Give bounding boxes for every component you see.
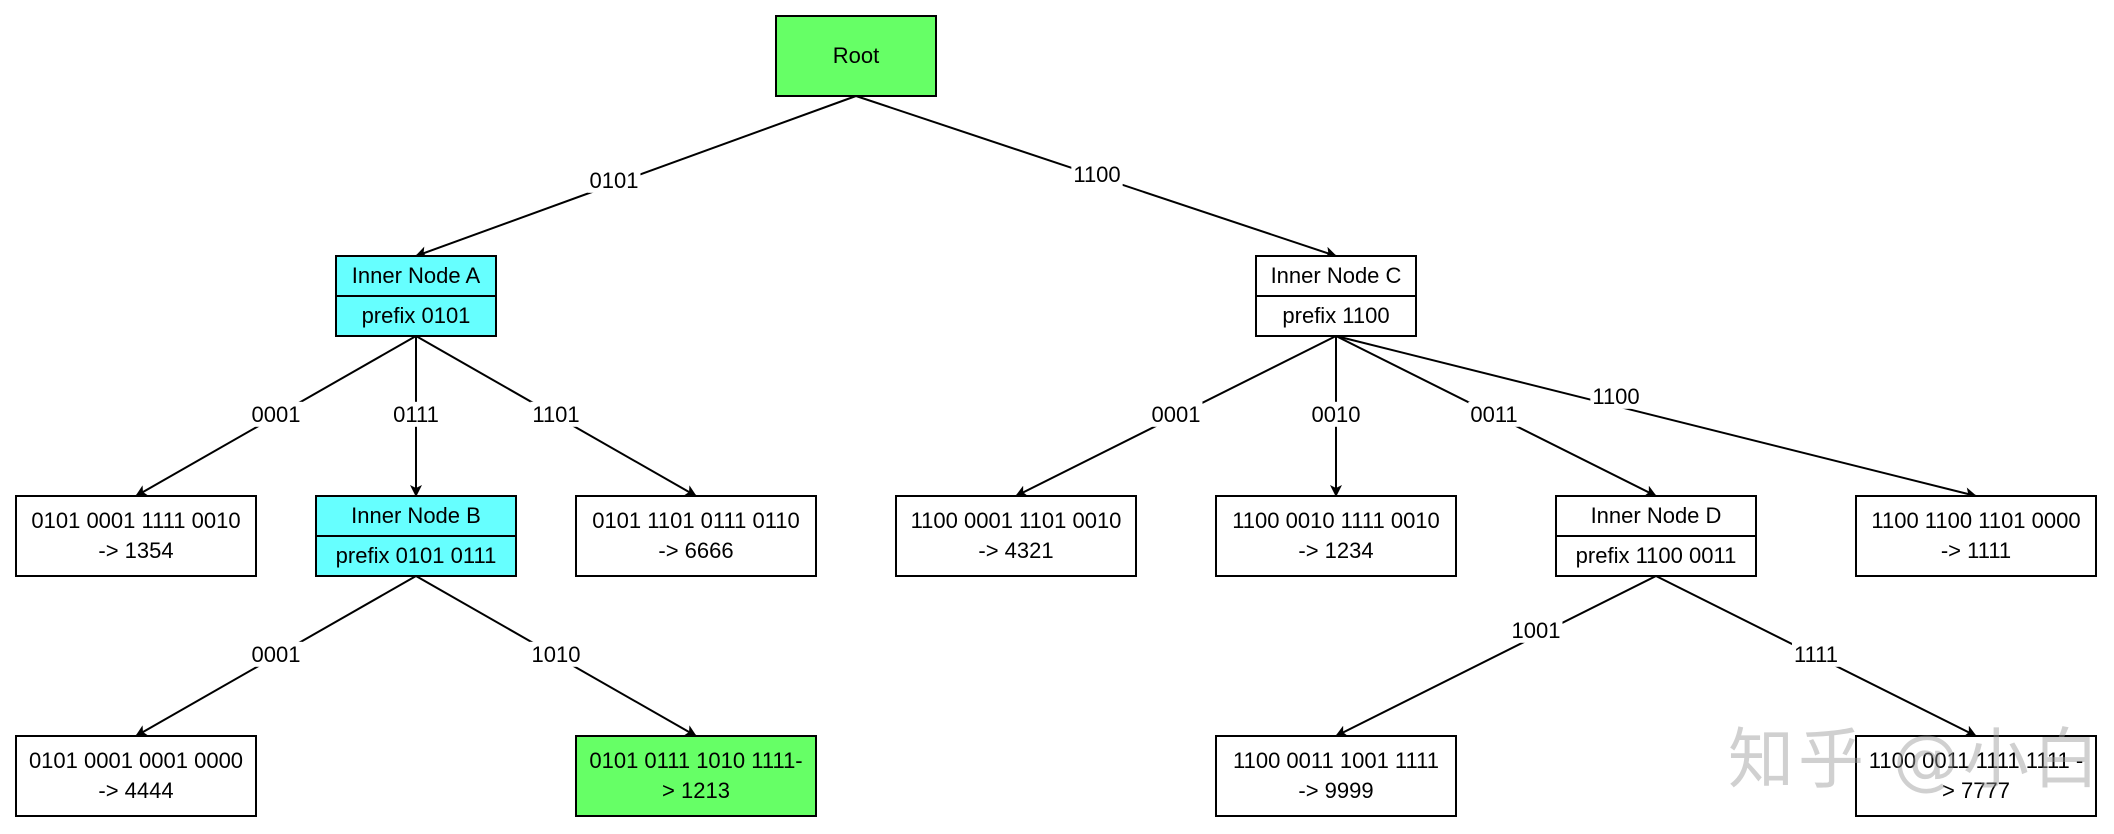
edge-line (1335, 335, 1977, 500)
edge-label-background (1590, 383, 1642, 409)
edge-label-background (587, 167, 641, 193)
edge-label-background (1149, 401, 1203, 427)
edge-label: 1100 (1592, 384, 1639, 409)
node-leaf-1111: 1100 1100 1101 0000 -> 1111 (1855, 495, 2097, 577)
leaf-node-box (15, 735, 257, 817)
inner-node-title: Inner Node C (1271, 263, 1402, 288)
edge-label-background (1071, 161, 1123, 187)
leaf-node-line: 1100 0011 1001 1111 (1233, 748, 1439, 773)
node-root: Root (775, 15, 937, 97)
edge-root-to-inner-c: 1100 (855, 95, 1337, 259)
edge-inner-c-to-inner-d: 0011 (1335, 335, 1657, 497)
node-leaf-1213: 0101 0111 1010 1111- > 1213 (575, 735, 817, 817)
leaf-node-box (15, 495, 257, 577)
edge-label: 0010 (1312, 402, 1361, 427)
node-leaf-4444: 0101 0001 0001 0000 -> 4444 (15, 735, 257, 817)
leaf-node-box (575, 735, 817, 817)
edge-label: 0001 (252, 642, 301, 667)
edge-label: 1001 (1512, 618, 1561, 643)
leaf-node-line: 1100 0001 1101 0010 (911, 508, 1122, 533)
edge-label-background (1509, 617, 1563, 643)
inner-node-prefix: prefix 0101 (362, 303, 471, 328)
inner-node-title: Inner Node B (351, 503, 481, 528)
leaf-node-line: > 7777 (1942, 778, 2010, 803)
inner-node-title: Inner Node A (352, 263, 481, 288)
edge-label: 0001 (1152, 402, 1201, 427)
leaf-node-line: -> 4321 (978, 538, 1053, 563)
node-inner-b: Inner Node B prefix 0101 0111 (315, 495, 517, 577)
edge-label-background (529, 641, 583, 667)
edge-inner-a-to-leaf-6666: 1101 (415, 335, 697, 497)
edge-inner-d-to-leaf-7777: 1111 (1655, 575, 1977, 737)
node-leaf-6666: 0101 1101 0111 0110 -> 6666 (575, 495, 817, 577)
leaf-node-line: 0101 0111 1010 1111- (589, 748, 802, 773)
edge-label: 1101 (532, 402, 579, 427)
edge-label: 1111 (1794, 642, 1838, 667)
node-leaf-4321: 1100 0001 1101 0010 -> 4321 (895, 495, 1137, 577)
edge-inner-c-to-leaf-1111: 1100 (1335, 335, 1977, 500)
root-node-label: Root (833, 43, 879, 68)
leaf-node-line: -> 4444 (98, 778, 173, 803)
edge-root-to-inner-a: 0101 (415, 95, 857, 258)
edge-inner-c-to-leaf-1234: 0010 (1309, 336, 1363, 497)
inner-node-title: Inner Node D (1591, 503, 1722, 528)
inner-node-prefix: prefix 1100 0011 (1576, 543, 1737, 568)
node-inner-d: Inner Node D prefix 1100 0011 (1555, 495, 1757, 577)
edge-inner-b-to-leaf-1213: 1010 (415, 575, 697, 737)
edge-inner-d-to-leaf-9999: 1001 (1335, 575, 1657, 737)
edge-inner-c-to-leaf-4321: 0001 (1015, 335, 1337, 497)
edge-label: 0001 (252, 402, 301, 427)
node-leaf-9999: 1100 0011 1001 1111 -> 9999 (1215, 735, 1457, 817)
edge-label: 0101 (590, 168, 639, 193)
inner-node-prefix: prefix 0101 0111 (336, 543, 497, 568)
leaf-node-line: > 1213 (662, 778, 730, 803)
edge-label-background (1309, 401, 1363, 427)
edge-label-background (1791, 641, 1841, 667)
leaf-node-box (1855, 495, 2097, 577)
leaf-node-box (575, 495, 817, 577)
inner-node-prefix: prefix 1100 (1282, 303, 1389, 328)
edge-label-background (391, 401, 441, 427)
edge-label: 1100 (1073, 162, 1120, 187)
node-leaf-1354: 0101 0001 1111 0010 -> 1354 (15, 495, 257, 577)
node-inner-a: Inner Node A prefix 0101 (335, 255, 497, 337)
leaf-node-line: 1100 1100 1101 0000 (1871, 508, 2080, 533)
leaf-node-box (895, 495, 1137, 577)
edge-label-background (249, 401, 303, 427)
leaf-node-line: 0101 0001 1111 0010 (31, 508, 240, 533)
watermark: 知乎 @小白 (1728, 721, 2103, 798)
node-leaf-7777: 1100 0011 1111 1111 - > 7777 (1855, 735, 2097, 817)
edge-label-background (249, 641, 303, 667)
edge-inner-b-to-leaf-4444: 0001 (135, 575, 417, 737)
edges-layer: 0101 1100 0001 0111 1101 0001 0010 0011 1100 0001… (135, 95, 1977, 737)
leaf-node-box (1215, 495, 1457, 577)
edge-label: 0011 (1470, 402, 1517, 427)
leaf-node-line: 0101 0001 0001 0000 (29, 748, 243, 773)
edge-line (1335, 575, 1657, 737)
leaf-node-line: 1100 0010 1111 0010 (1232, 508, 1440, 533)
edge-label-background (530, 401, 582, 427)
leaf-node-line: -> 1354 (98, 538, 173, 563)
leaf-node-line: -> 1234 (1298, 538, 1373, 563)
leaf-node-box (1855, 735, 2097, 817)
edge-inner-a-to-inner-b: 0111 (391, 336, 441, 497)
node-leaf-1234: 1100 0010 1111 0010 -> 1234 (1215, 495, 1457, 577)
edge-inner-a-to-leaf-1354: 0001 (135, 335, 417, 497)
leaf-node-line: -> 6666 (658, 538, 733, 563)
root-node-box (775, 15, 937, 97)
leaf-node-line: 0101 1101 0111 0110 (592, 508, 800, 533)
leaf-node-line: -> 9999 (1298, 778, 1373, 803)
edge-label: 0111 (393, 402, 439, 427)
edge-label-background (1468, 401, 1520, 427)
leaf-node-line: 1100 0011 1111 1111 - (1869, 748, 2083, 773)
leaf-node-box (1215, 735, 1457, 817)
leaf-node-line: -> 1111 (1941, 538, 2011, 563)
edge-label: 1010 (532, 642, 581, 667)
node-inner-c: Inner Node C prefix 1100 (1255, 255, 1417, 337)
